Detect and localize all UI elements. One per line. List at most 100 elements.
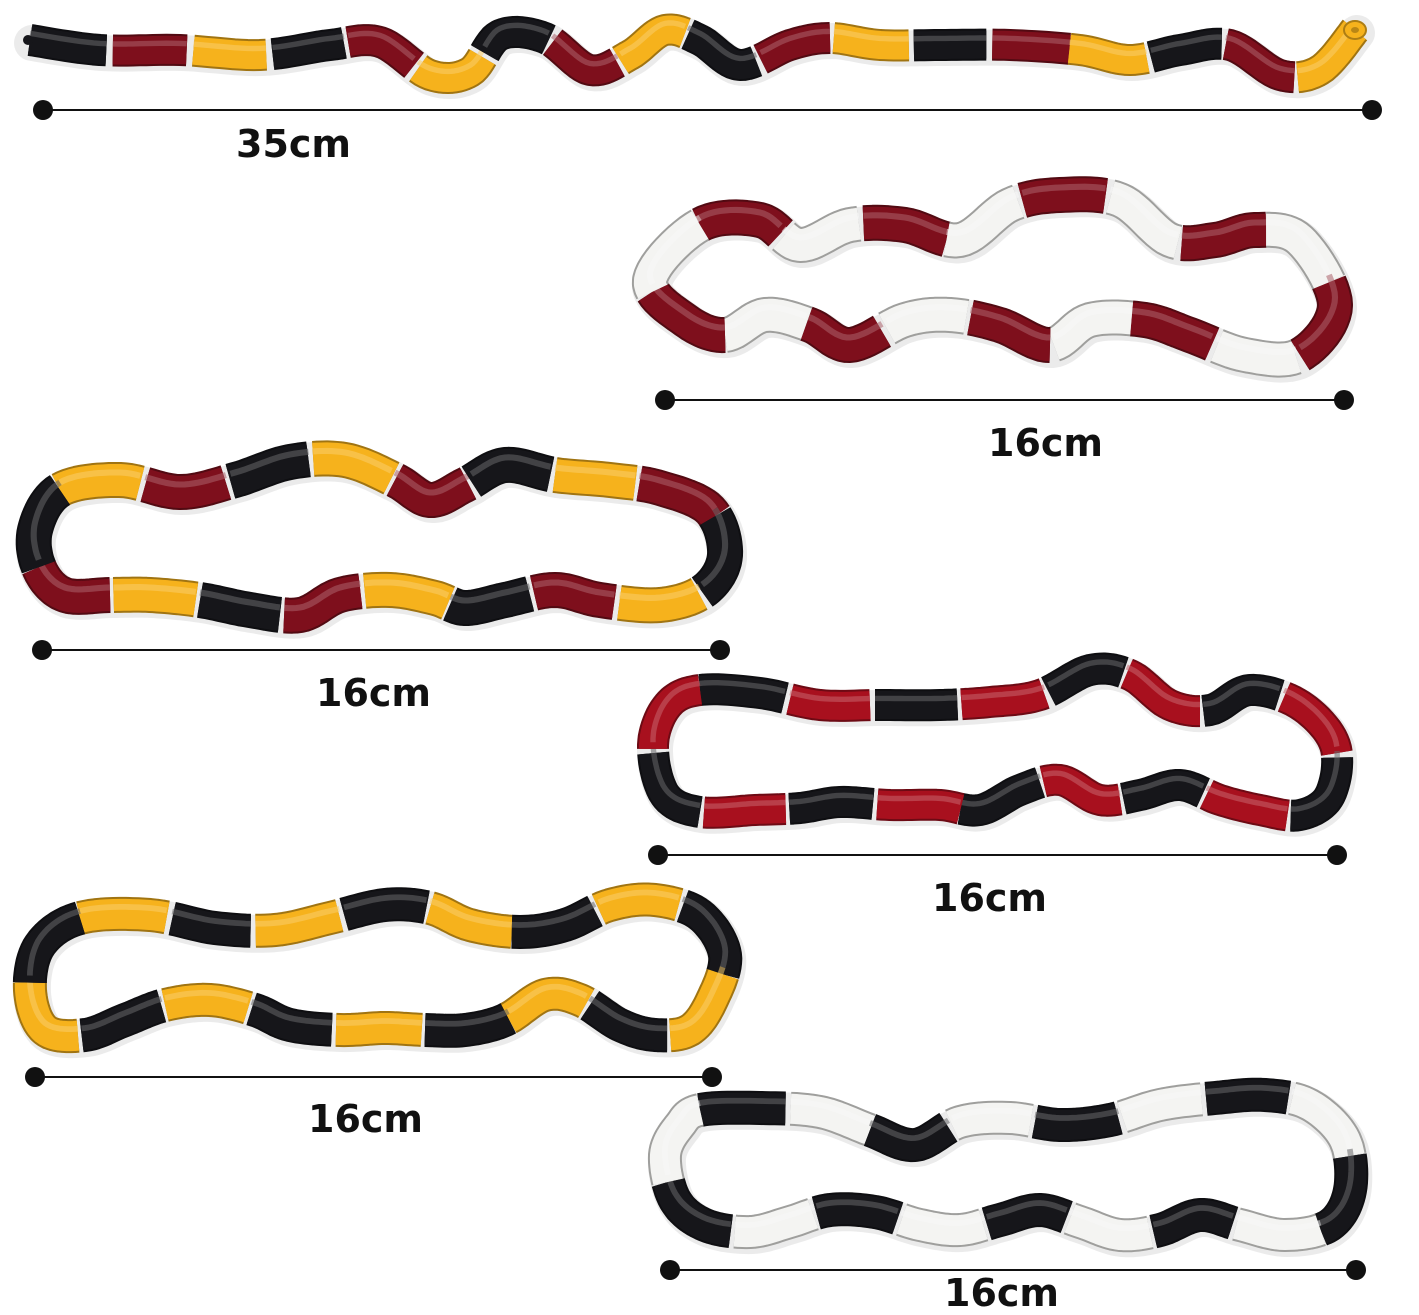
tube-segment-highlight — [815, 1199, 899, 1215]
tube-segment — [418, 893, 523, 947]
tube-segment — [245, 901, 350, 946]
ruler-5 — [25, 1067, 722, 1087]
tube-segment — [712, 298, 819, 351]
tube-segment — [658, 963, 737, 1051]
toy-5-loop-yellow-black — [12, 882, 747, 1059]
tube-segment-highlight — [229, 448, 309, 477]
tube-segment — [723, 1200, 825, 1248]
ruler-end-dot — [32, 640, 52, 660]
tube-segment-highlight — [171, 908, 251, 927]
tube-segment — [1060, 34, 1157, 74]
tube-segment — [690, 675, 794, 712]
tube-segment — [1286, 18, 1368, 92]
tube-segment — [875, 298, 979, 343]
tube-segment — [325, 1013, 434, 1046]
tube-segment — [578, 992, 680, 1051]
ruler-end-dot — [660, 1260, 680, 1280]
tube-segment — [1141, 29, 1232, 71]
tube-segment-highlight — [789, 689, 871, 703]
tube-segment — [413, 1004, 520, 1046]
tube-segment-highlight — [1109, 186, 1179, 238]
tube-segment-highlight — [703, 799, 786, 809]
tube-segment-highlight — [533, 579, 615, 598]
tube-segment — [264, 29, 354, 69]
tube-segment-highlight — [335, 1018, 422, 1026]
measure-label-2: 16cm — [988, 421, 1104, 465]
tube-segment — [1112, 771, 1214, 813]
tube-segment-highlight — [1290, 750, 1340, 812]
tube-segment-highlight — [1283, 687, 1340, 747]
tube-segment — [188, 584, 292, 631]
tube-segment — [70, 991, 173, 1051]
tube-segment-highlight — [790, 1098, 871, 1126]
tube-segment — [458, 448, 563, 496]
tube-segment-highlight — [1069, 39, 1148, 57]
ruler-end-dot — [1362, 100, 1382, 120]
ruler-end-dot — [1346, 1260, 1366, 1280]
tube-segment — [958, 301, 1063, 361]
tube-segment-highlight — [1125, 664, 1200, 708]
toy-1-open-snake — [14, 13, 1375, 99]
tube-segment-highlight — [900, 1209, 985, 1226]
tube-segment — [671, 891, 741, 986]
tube-segment-highlight — [1047, 659, 1125, 688]
tube-segment-highlight — [686, 25, 758, 62]
tube-segment-highlight — [681, 896, 729, 968]
tube-segment — [1038, 654, 1135, 704]
tube-segment — [301, 442, 404, 493]
tube-segment-highlight — [343, 894, 428, 911]
tube-segment-highlight — [283, 580, 361, 612]
ruler-2 — [655, 390, 1354, 410]
tube-segment — [162, 903, 261, 946]
tube-segment-highlight — [27, 975, 79, 1032]
tube-segment — [1169, 213, 1279, 260]
tube-segment — [823, 24, 918, 60]
tube-segment-highlight — [913, 35, 987, 42]
tube-segment-highlight — [650, 680, 701, 743]
tube-segment — [338, 26, 424, 77]
tube-segment-highlight — [30, 479, 62, 561]
toy-6-loop-black-white — [647, 1077, 1373, 1258]
tube-segment-highlight — [789, 792, 874, 805]
tube-segment-highlight — [1205, 785, 1288, 812]
tube-segment — [951, 680, 1054, 719]
tube-segment — [186, 36, 274, 70]
toy-3-loop-yellow-maroon-black — [15, 440, 748, 639]
tube-segment — [382, 465, 481, 516]
tube-segment-highlight — [1215, 335, 1298, 356]
tube-segment-highlight — [805, 313, 884, 341]
tube-segment — [867, 790, 972, 823]
tube-segment-highlight — [1235, 1214, 1322, 1231]
ruler-end-dot — [33, 100, 53, 120]
tube-segment — [653, 1170, 742, 1247]
tube-segment — [1216, 30, 1305, 92]
tube-segment — [1041, 301, 1143, 360]
ruler-3 — [32, 640, 730, 660]
tube-segment-highlight — [1150, 34, 1222, 54]
tube-segment — [694, 795, 797, 827]
tube-segment-highlight — [699, 1097, 786, 1106]
tube-segment-highlight — [255, 905, 341, 927]
tube-segment — [609, 15, 697, 73]
tube-segment — [1196, 781, 1298, 830]
tube-segment-highlight — [164, 989, 249, 1004]
tube-segment — [100, 578, 208, 616]
tube-segment — [522, 574, 626, 618]
tube-segment-highlight — [1042, 770, 1121, 797]
tube-segment-highlight — [1021, 183, 1106, 196]
tube-segment-highlight — [250, 999, 332, 1026]
tube-segment-highlight — [506, 983, 588, 1014]
tube-segment — [866, 690, 968, 720]
tube-segment-highlight — [424, 1008, 510, 1027]
tube-segment — [69, 898, 177, 933]
tube-segment-highlight — [650, 746, 701, 809]
tube-segment-highlight — [699, 680, 786, 695]
tube-segment — [1111, 1084, 1212, 1131]
tube-segment — [935, 186, 1031, 257]
tube-segment-highlight — [1205, 1084, 1289, 1095]
tube-segment — [19, 26, 114, 65]
tube-segment-highlight — [1068, 1208, 1151, 1232]
ruler-6 — [660, 1260, 1366, 1280]
tube-segment-highlight — [1298, 273, 1339, 351]
tube-segment-highlight — [700, 507, 729, 587]
